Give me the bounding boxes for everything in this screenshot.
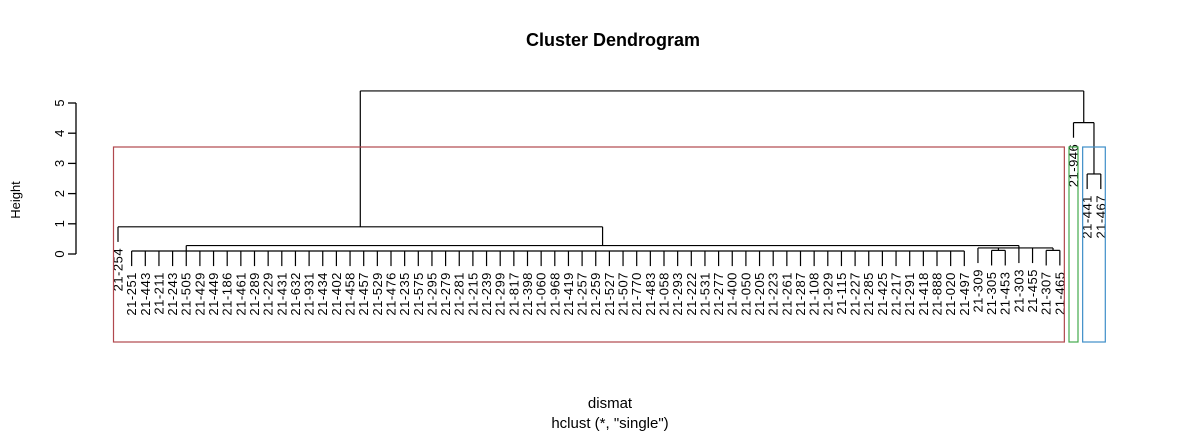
leaf-label: 21-527 [602,272,617,315]
leaf-label: 21-243 [165,272,180,315]
leaf-label: 21-632 [288,272,303,315]
leaf-label: 21-281 [452,272,467,315]
leaf-label: 21-186 [220,272,235,315]
leaf-label: 21-227 [848,272,863,315]
leaf-label: 21-888 [930,272,945,315]
leaf-label: 21-529 [370,272,385,315]
leaf-label: 21-931 [302,272,317,315]
leaf-label: 21-497 [957,272,972,315]
leaf-label: 21-425 [875,272,890,315]
leaf-label: 21-058 [657,272,672,315]
leaf-label: 21-431 [274,272,289,315]
leaf-label: 21-299 [493,272,508,315]
leaf-label: 21-277 [711,272,726,315]
leaf-label: 21-261 [779,272,794,315]
leaf-label: 21-434 [315,272,330,315]
leaf-label: 21-400 [725,272,740,315]
leaf-label: 21-457 [356,272,371,315]
leaf-label: 21-291 [902,272,917,315]
y-tick-label: 2 [52,190,67,197]
leaf-label: 21-309 [970,269,985,312]
y-tick-label: 3 [52,160,67,167]
leaf-label: 21-215 [465,272,480,315]
leaf-label: 21-050 [738,272,753,315]
method-caption: hclust (*, "single") [551,415,669,432]
leaf-label: 21-449 [206,272,221,315]
leaf-label: 21-455 [1025,269,1040,312]
leaf-label: 21-453 [998,271,1013,314]
leaf-label: 21-817 [506,272,521,315]
leaf-label: 21-531 [697,272,712,315]
cluster-1-box [112,146,1065,343]
leaf-label: 21-307 [1039,271,1054,314]
leaf-label: 21-461 [233,272,248,315]
leaf-label: 21-770 [629,272,644,315]
leaf-label: 21-251 [124,272,139,315]
leaf-label: 21-946 [1066,144,1081,187]
leaf-label: 21-465 [1052,271,1067,314]
leaf-label: 21-115 [834,272,849,315]
leaf-label: 21-419 [561,272,576,315]
leaf-label: 21-418 [916,272,931,315]
y-tick-label: 0 [52,250,67,257]
leaf-label: 21-467 [1093,195,1108,238]
leaf-label: 21-575 [411,272,426,315]
plot-title: Cluster Dendrogram [525,30,701,50]
leaf-label: 21-305 [984,271,999,314]
leaf-label: 21-505 [179,272,194,315]
leaf-label: 21-289 [247,272,262,315]
leaf-label: 21-205 [752,272,767,315]
x-axis-caption: dismat [587,395,633,412]
leaf-label: 21-476 [384,272,399,315]
leaf-label: 21-441 [1080,195,1095,238]
cluster-2-box [1068,146,1079,343]
leaf-label: 21-257 [575,272,590,315]
leaf-label: 21-211 [151,272,166,315]
y-tick-label: 5 [52,99,67,106]
leaf-label: 21-223 [766,272,781,315]
y-tick-label: 4 [52,130,67,137]
leaf-label: 21-303 [1011,269,1026,312]
leaf-label: 21-458 [343,272,358,315]
leaf-label: 21-507 [616,272,631,315]
leaf-label: 21-429 [192,272,207,315]
leaf-label: 21-108 [807,272,822,315]
leaf-label: 21-293 [670,272,685,315]
leaf-label: 21-254 [111,248,126,291]
leaf-label: 21-295 [424,272,439,315]
leaf-label: 21-483 [643,272,658,315]
leaf-label: 21-443 [138,272,153,315]
leaf-label: 21-402 [329,272,344,315]
leaf-label: 21-235 [397,272,412,315]
leaf-label: 21-060 [534,272,549,315]
y-axis-title: Height [8,181,23,219]
leaf-label: 21-020 [943,272,958,315]
leaf-label: 21-217 [889,272,904,315]
cluster-3-box [1082,146,1106,343]
leaf-label: 21-398 [520,272,535,315]
leaf-label: 21-279 [438,272,453,315]
leaf-label: 21-222 [684,272,699,315]
y-tick-label: 1 [52,220,67,227]
leaf-label: 21-285 [861,272,876,315]
leaf-label: 21-239 [479,272,494,315]
leaf-label: 21-259 [588,272,603,315]
leaf-label: 21-968 [547,272,562,315]
leaf-label: 21-229 [261,272,276,315]
leaf-label: 21-929 [820,272,835,315]
leaf-label: 21-287 [793,272,808,315]
